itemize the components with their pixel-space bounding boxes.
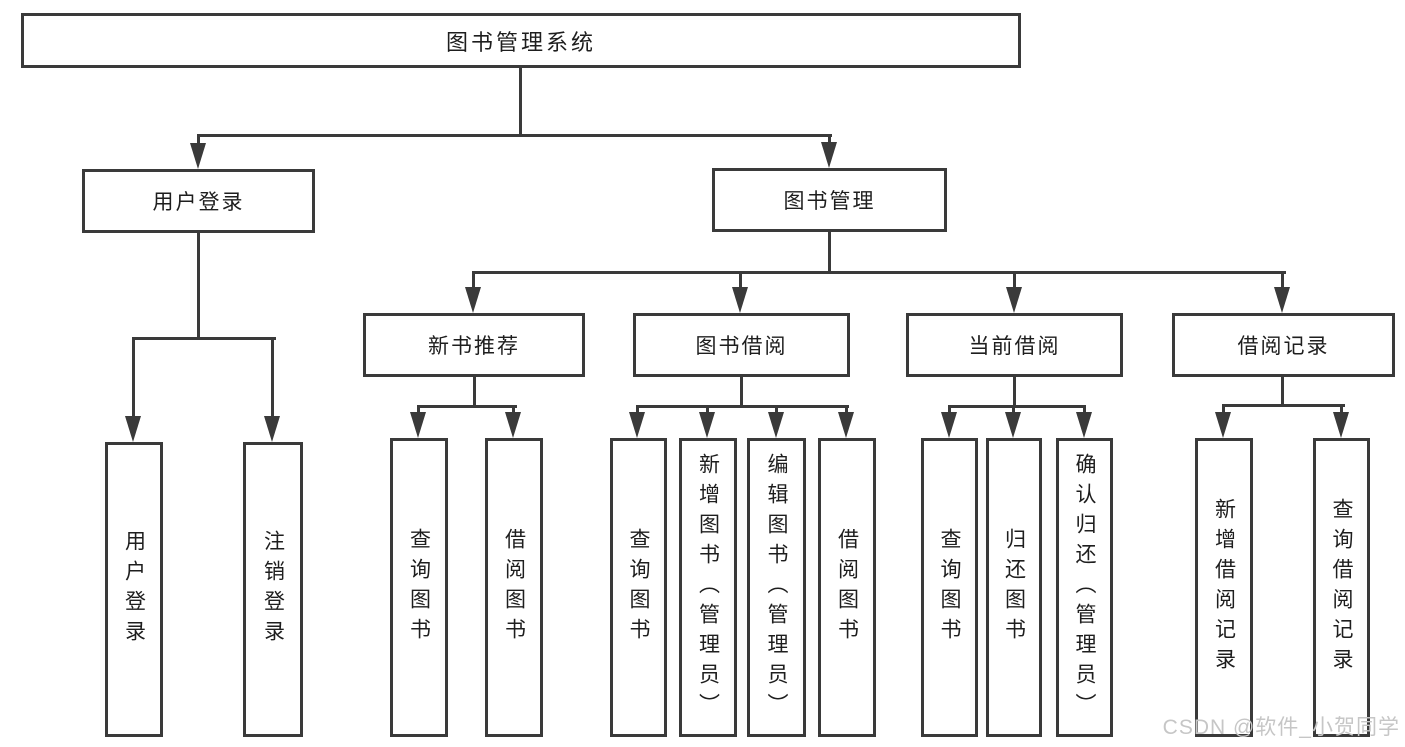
node-borrow-records-label: 借阅记录: [1237, 335, 1330, 358]
arrow-to-book-management: [821, 134, 838, 168]
leaf-confirm-return-admin-label: 确认归还（管理员）: [1073, 452, 1096, 723]
node-current-borrow: 当前借阅: [906, 313, 1123, 377]
node-new-book-recommend-label: 新书推荐: [428, 335, 520, 358]
node-current-borrow-label: 当前借阅: [968, 335, 1061, 358]
node-root-system: 图书管理系统: [21, 13, 1021, 68]
arrow-to-leaf-logout: [264, 337, 281, 442]
leaf-add-books-admin: 新增图书（管理员）: [679, 438, 737, 737]
arrow-to-query-borrow-record: [1333, 404, 1350, 438]
node-user-login: 用户登录: [82, 169, 315, 233]
leaf-borrow-books-c: 借阅图书: [818, 438, 876, 737]
connector-level3-hbar: [473, 271, 1286, 274]
node-root-label: 图书管理系统: [445, 29, 596, 55]
connector-group-c-stub: [740, 377, 743, 408]
leaf-query-borrow-record-label: 查询借阅记录: [1330, 497, 1353, 678]
connector-user-login-hbar: [133, 337, 276, 340]
arrow-to-confirm-return: [1076, 405, 1093, 438]
connector-group-d-hbar: [949, 405, 1086, 408]
leaf-query-borrow-record: 查询借阅记录: [1313, 438, 1370, 737]
connector-group-b-stub: [473, 377, 476, 408]
connector-book-management-stub: [828, 232, 831, 274]
leaf-return-books: 归还图书: [986, 438, 1042, 737]
connector-group-c-hbar: [637, 405, 849, 408]
arrow-to-user-login: [190, 134, 207, 169]
arrow-to-leaf-user-login: [125, 337, 142, 442]
leaf-query-books-d: 查询图书: [921, 438, 978, 737]
arrow-to-borrow-records: [1274, 271, 1291, 313]
leaf-edit-books-admin-label: 编辑图书（管理员）: [765, 452, 788, 723]
node-book-borrow: 图书借阅: [633, 313, 850, 377]
node-borrow-records: 借阅记录: [1172, 313, 1395, 377]
connector-group-d-stub: [1013, 377, 1016, 408]
leaf-borrow-books-c-label: 借阅图书: [835, 527, 859, 648]
leaf-edit-books-admin: 编辑图书（管理员）: [747, 438, 806, 737]
connector-level2-hbar: [198, 134, 832, 137]
leaf-user-login: 用户登录: [105, 442, 163, 737]
connector-root-stub: [519, 68, 522, 137]
leaf-add-books-admin-label: 新增图书（管理员）: [696, 452, 720, 723]
leaf-query-books-d-label: 查询图书: [938, 527, 961, 648]
leaf-query-books-b-label: 查询图书: [407, 527, 431, 648]
arrow-to-add-borrow-record: [1215, 404, 1232, 438]
arrow-to-query-books-c: [629, 405, 646, 438]
leaf-add-borrow-record: 新增借阅记录: [1195, 438, 1253, 737]
arrow-to-new-book-recommend: [465, 271, 482, 313]
leaf-query-books-c: 查询图书: [610, 438, 667, 737]
node-book-management-label: 图书管理: [783, 190, 876, 213]
connector-user-login-stub: [197, 233, 200, 340]
leaf-user-login-label: 用户登录: [122, 529, 146, 650]
node-book-borrow-label: 图书借阅: [695, 335, 788, 358]
leaf-query-books-b: 查询图书: [390, 438, 448, 737]
arrow-to-book-borrow: [732, 271, 749, 313]
leaf-add-borrow-record-label: 新增借阅记录: [1212, 497, 1236, 678]
arrow-to-borrow-books-c: [838, 405, 855, 438]
arrow-to-edit-books: [768, 405, 785, 438]
arrow-to-query-books-b: [410, 405, 427, 438]
leaf-borrow-books-b-label: 借阅图书: [502, 527, 526, 648]
arrow-to-borrow-books-b: [505, 405, 522, 438]
leaf-logout-login-label: 注销登录: [261, 529, 285, 650]
node-book-management: 图书管理: [712, 168, 947, 232]
arrow-to-add-books: [699, 405, 716, 438]
node-new-book-recommend: 新书推荐: [363, 313, 585, 377]
leaf-query-books-c-label: 查询图书: [627, 527, 650, 648]
arrow-to-return-books: [1005, 405, 1022, 438]
arrow-to-query-books-d: [941, 405, 958, 438]
leaf-confirm-return-admin: 确认归还（管理员）: [1056, 438, 1113, 737]
connector-group-e-hbar: [1223, 404, 1345, 407]
connector-group-e-stub: [1281, 377, 1284, 407]
leaf-borrow-books-b: 借阅图书: [485, 438, 543, 737]
leaf-return-books-label: 归还图书: [1002, 527, 1026, 648]
node-user-login-label: 用户登录: [152, 191, 245, 214]
connector-group-b-hbar: [418, 405, 517, 408]
watermark: CSDN @软件_小贺同学: [1162, 716, 1400, 739]
arrow-to-current-borrow: [1006, 271, 1023, 313]
leaf-logout-login: 注销登录: [243, 442, 303, 737]
